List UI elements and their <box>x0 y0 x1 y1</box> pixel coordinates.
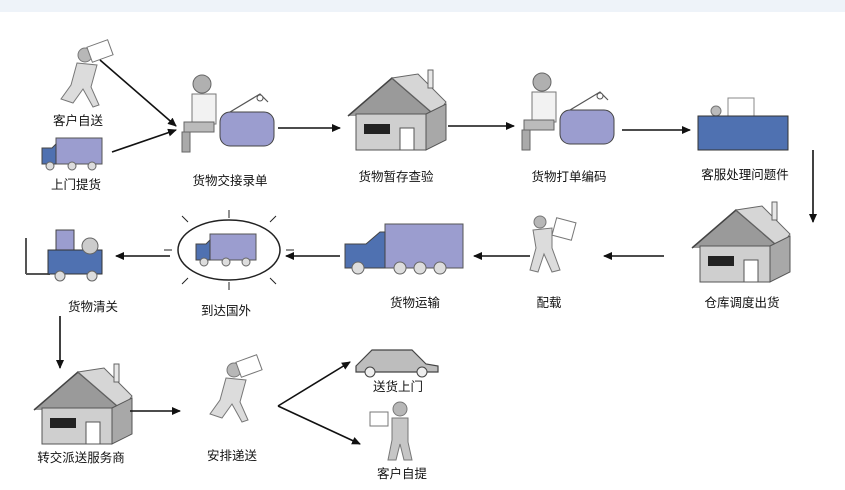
node-label-temp-storage-check: 货物暂存查验 <box>358 169 434 184</box>
node-label-loading: 配载 <box>536 295 562 310</box>
clerk-computer-icon <box>181 74 275 153</box>
flow-arrows <box>56 59 817 445</box>
node-label-transfer-provider: 转交派送服务商 <box>37 450 125 465</box>
clerk-computer-icon <box>521 72 615 151</box>
node-label-door-pickup: 上门提货 <box>50 177 102 192</box>
house-icon <box>33 363 133 445</box>
house-icon <box>347 69 447 151</box>
forklift-icon <box>25 229 103 282</box>
node-label-arrive-abroad: 到达国外 <box>200 303 252 318</box>
courier-icon <box>209 354 263 423</box>
node-label-service-problem: 客服处理问题件 <box>701 167 789 182</box>
customer-box-icon <box>369 401 413 461</box>
node-label-arrange-delivery: 安排递送 <box>206 448 258 463</box>
worker-box-icon <box>529 215 577 273</box>
node-label-deliver-door: 送货上门 <box>372 379 424 394</box>
node-label-transport: 货物运输 <box>389 295 441 310</box>
globe-truck-icon <box>164 210 294 290</box>
node-label-print-code: 货物打单编码 <box>531 169 607 184</box>
node-label-customs-clearance: 货物清关 <box>67 299 119 314</box>
courier-icon <box>60 39 114 108</box>
top-bar <box>0 0 845 12</box>
node-label-customer-pickup: 客户自提 <box>376 466 428 481</box>
car-icon <box>355 349 439 378</box>
truck-icon <box>344 223 464 275</box>
node-label-customer-send: 客户自送 <box>52 113 104 128</box>
service-desk-icon <box>697 97 789 151</box>
truck-icon <box>41 137 103 171</box>
node-label-handover-entry: 货物交接录单 <box>192 173 268 188</box>
house-icon <box>691 201 791 283</box>
node-label-warehouse-dispatch: 仓库调度出货 <box>704 295 780 310</box>
